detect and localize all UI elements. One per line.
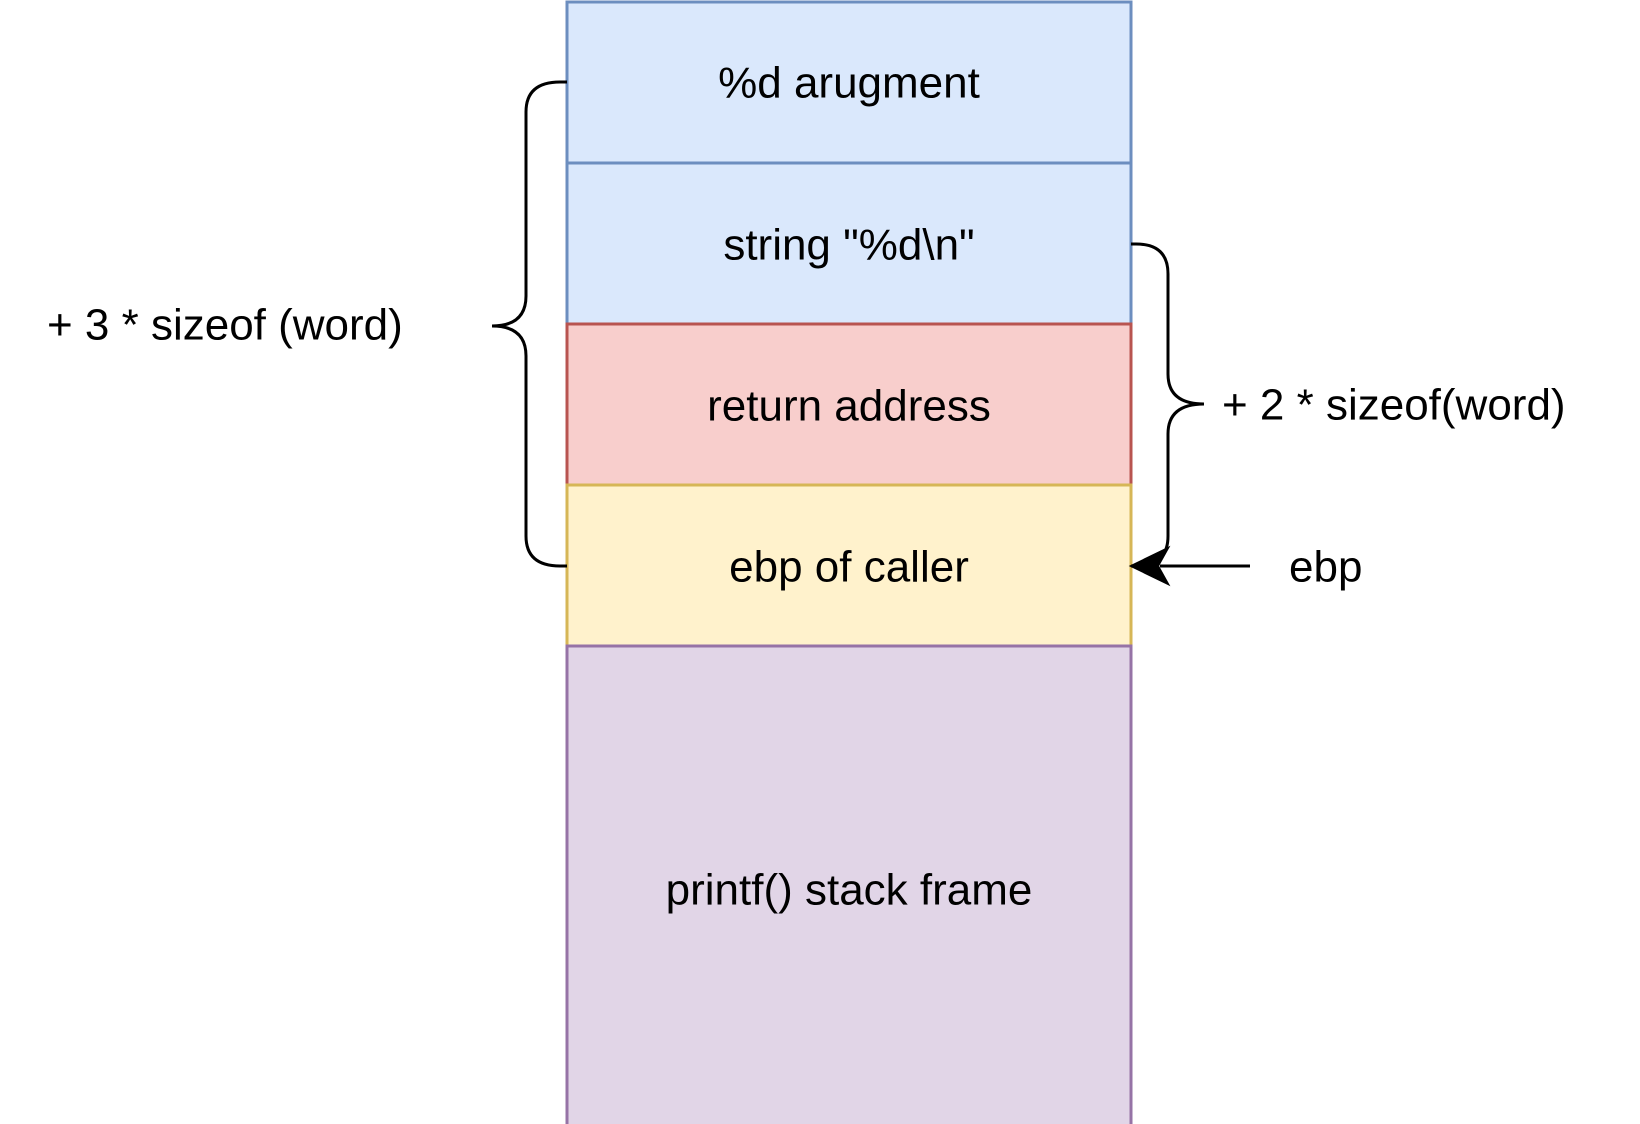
stack-cell-caller-ebp-box (565, 483, 1133, 648)
stack-cell-format-string-box (565, 161, 1133, 326)
stack-cell-return-address-box (565, 322, 1133, 487)
stack-cell-return-address: return address (565, 322, 1133, 487)
left-brace-label: + 3 * sizeof (word) (47, 301, 403, 350)
stack-cell-printf-frame-box (565, 644, 1133, 1124)
stack-cell-caller-ebp: ebp of caller (565, 483, 1133, 648)
stack-cell-arg: %d arugment (565, 0, 1133, 165)
stack-cell-caller-ebp-label: ebp of caller (729, 543, 969, 592)
stack-cell-format-string: string "%d\n" (565, 161, 1133, 326)
stack-cell-format-string-label: string "%d\n" (723, 221, 974, 270)
stack-cell-printf-frame: printf() stack frame (565, 644, 1133, 1124)
stack-cell-arg-label: %d arugment (718, 59, 980, 108)
right-brace (1131, 242, 1205, 568)
stack-cell-return-address-label: return address (707, 382, 991, 431)
stack-cell-printf-frame-label: printf() stack frame (666, 866, 1033, 915)
ebp-pointer-arrowhead (1128, 545, 1171, 587)
stack-cell-arg-box (565, 0, 1133, 165)
right-brace-label: + 2 * sizeof(word) (1222, 381, 1566, 430)
ebp-pointer-label: ebp (1289, 543, 1362, 592)
left-brace (491, 80, 567, 568)
